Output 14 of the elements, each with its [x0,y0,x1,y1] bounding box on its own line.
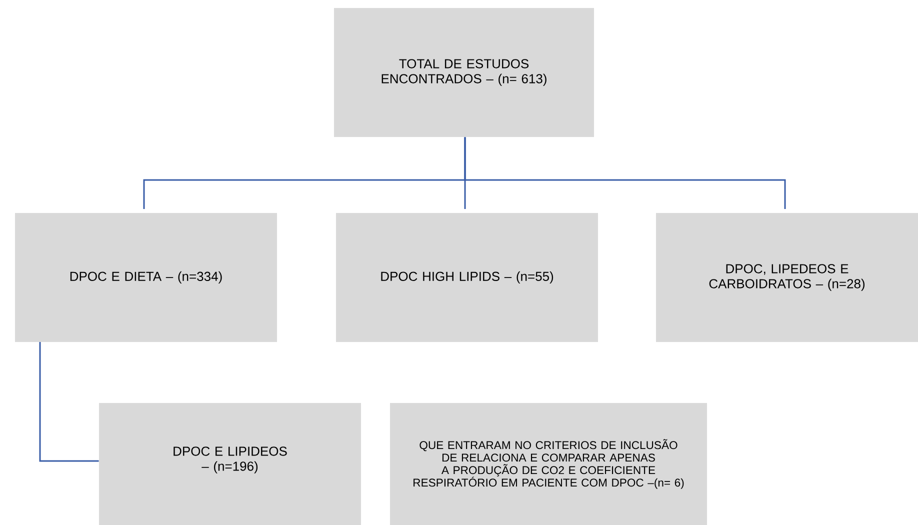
process-box [656,213,918,342]
box-text: DPOC, LIPEDEOS E CARBOIDRATOS – (n=28) [709,264,865,291]
process-box [15,213,277,342]
connector-line [39,342,99,462]
box-text: DPOC E LIPIDEOS – (n=196) [174,446,287,474]
process-box [336,213,598,342]
process-box [99,403,361,525]
box-text: QUE ENTRARAM NO CRITERIOS DE INCLUSÃO DE RELACIONA E COMPARAR APENAS A PRODUÇÃO DE CO2 E COEFICIENTE RESPIRATÓRIO EM PACIENTE COM DPOC –(n= 6) [414,439,684,489]
process-box [390,403,707,525]
process-box [334,8,594,137]
box-text: DPOC E DIETA – (n=334) [70,271,222,284]
connector-line [464,137,786,209]
box-text: TOTAL DE ESTUDOS ENCONTRADOS – (n= 613) [382,59,546,86]
box-text: DPOC HIGH LIPIDS – (n=55) [381,271,554,284]
